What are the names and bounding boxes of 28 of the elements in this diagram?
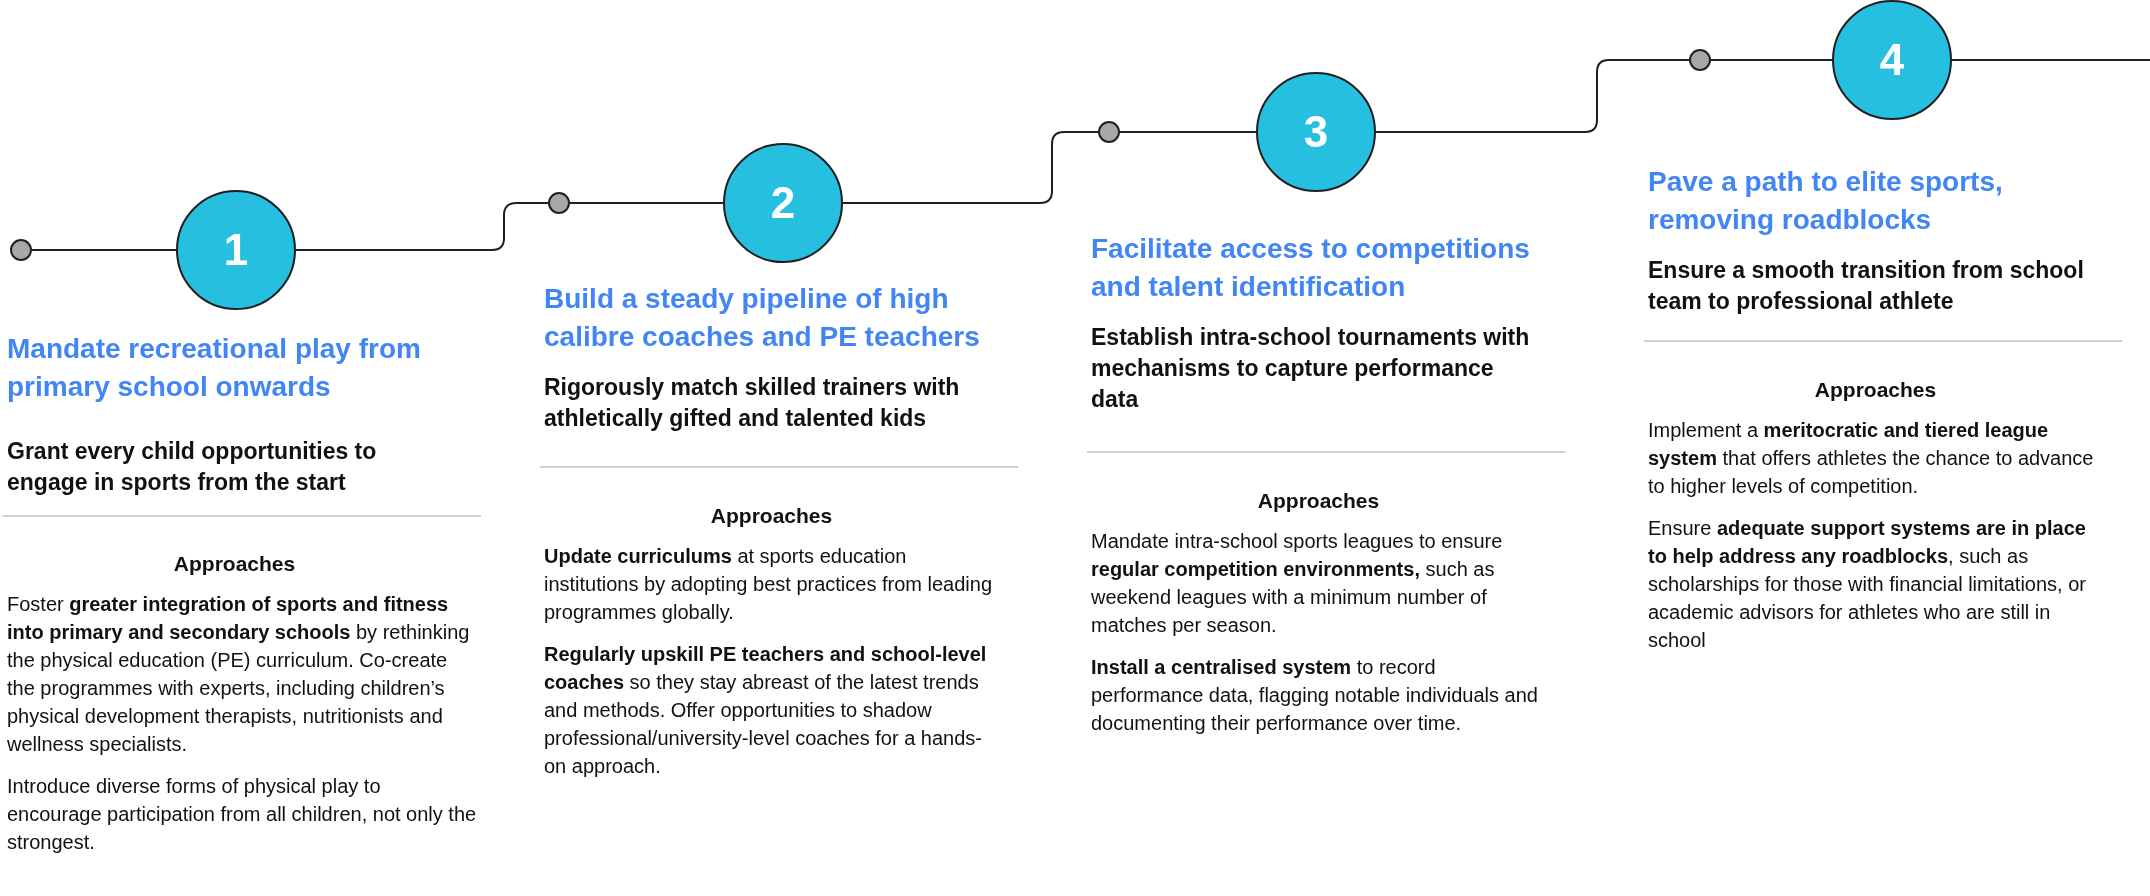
- connector-line: [569, 202, 724, 204]
- step-heading: Pave a path to elite sports, removing roadblocks: [1648, 165, 2004, 237]
- approach-paragraph: Ensure adequate support systems are in place to help address any roadblocks, such as scholarships for those with financial limitations, or academic advisors for athletes who are still in school: [1648, 516, 2087, 653]
- step-summary: Ensure a smooth transition from school team to professional athlete: [1648, 256, 2085, 316]
- step-summary: Establish intra-school tournaments with mechanisms to capture performance data: [1091, 323, 1531, 414]
- approach-paragraph: Foster greater integration of sports and fitness into primary and secondary schools by rethinking the physical education (PE) curriculum. Co-create the programmes with experts, including children’s physical development therapists, nutritionists and wellness specialists.: [7, 592, 471, 757]
- connector-line: [1951, 59, 2150, 61]
- connector-line: [295, 202, 549, 251]
- step-heading: Mandate recreational play from primary school onwards: [7, 332, 422, 404]
- approach-paragraph: Introduce diverse forms of physical play to encourage participation from all children, not only the strongest.: [7, 774, 477, 855]
- section-heading: Approaches: [1256, 488, 1381, 514]
- step-summary: Grant every child opportunities to engage in sports from the start: [7, 437, 378, 497]
- connector-line: [1375, 59, 1690, 133]
- connector-line: [31, 249, 177, 251]
- connector-line: [1710, 59, 1833, 61]
- step-heading: Facilitate access to competitions and talent identification: [1091, 232, 1531, 304]
- connector-line: [842, 131, 1099, 204]
- step-heading: Build a steady pipeline of high calibre coaches and PE teachers: [544, 282, 981, 354]
- approach-paragraph: Mandate intra-school sports leagues to ensure regular competition environments, such as weekend leagues with a minimum number of matches per season.: [1091, 529, 1504, 638]
- step-summary: Rigorously match skilled trainers with athletically gifted and talented kids: [544, 373, 961, 433]
- approach-paragraph: Regularly upskill PE teachers and school-level coaches so they stay abreast of the latest trends and methods. Offer opportunities to shadow professional/university-level coaches for a hands-on approach.: [544, 642, 988, 779]
- connector-line: [1119, 131, 1257, 133]
- section-heading: Approaches: [1813, 377, 1938, 403]
- section-heading: Approaches: [709, 503, 834, 529]
- section-heading: Approaches: [172, 551, 297, 577]
- approach-paragraph: Update curriculums at sports education institutions by adopting best practices from leading programmes globally.: [544, 544, 994, 625]
- approach-paragraph: Implement a meritocratic and tiered league system that offers athletes the chance to advance to higher levels of competition.: [1648, 418, 2095, 499]
- approach-paragraph: Install a centralised system to record performance data, flagging notable individuals and documenting their performance over time.: [1091, 655, 1539, 736]
